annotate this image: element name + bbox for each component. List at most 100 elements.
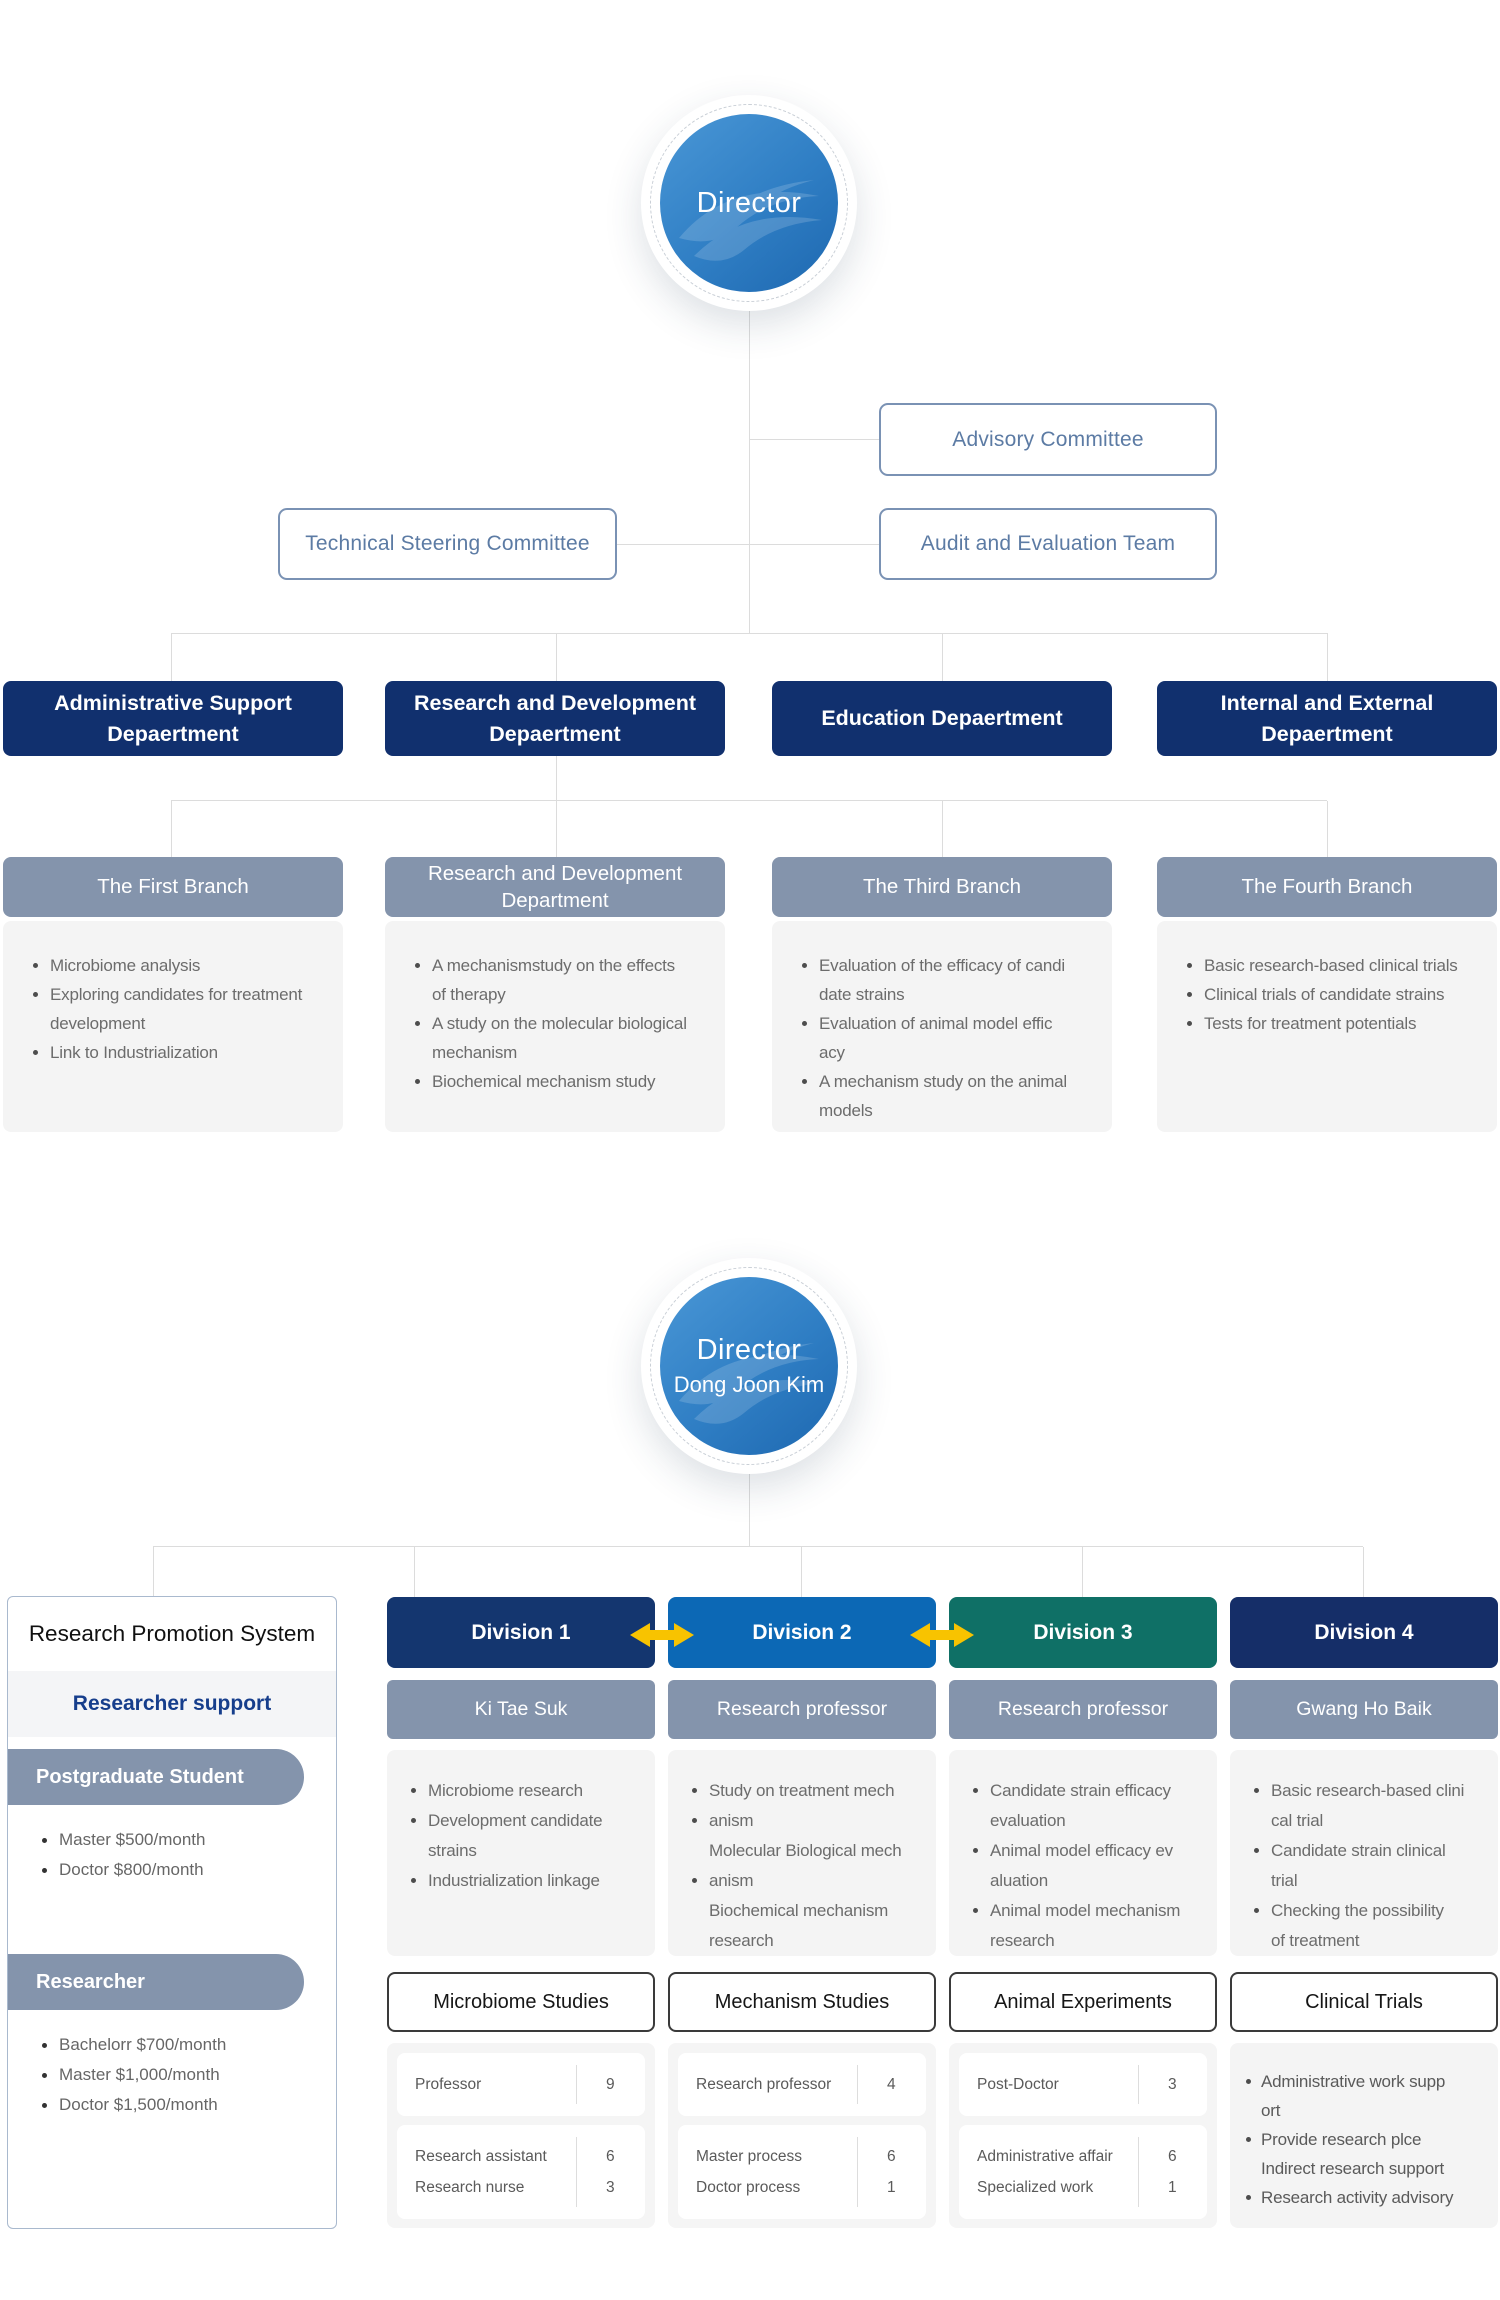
list-item: Exploring candidates for treatment devel… bbox=[33, 980, 333, 1038]
bullet-dot bbox=[692, 1788, 697, 1793]
connector bbox=[171, 634, 172, 681]
list-item: anism bbox=[692, 1866, 928, 1896]
director-circle-2: Director Dong Joon Kim bbox=[641, 1258, 857, 1474]
staff-count: 1 bbox=[1167, 2178, 1177, 2196]
list-item-text: Evaluation of the efficacy of candi date… bbox=[819, 956, 1065, 1004]
list-item-text: Evaluation of animal model effic acy bbox=[819, 1014, 1053, 1062]
list-item: Tests for treatment potentials bbox=[1187, 1009, 1487, 1038]
list-item-text: Research activity advisory bbox=[1261, 2188, 1454, 2207]
bullet-dot bbox=[42, 2103, 47, 2108]
director-label: Director bbox=[696, 186, 802, 219]
bullet-dot bbox=[1187, 992, 1192, 997]
research-promotion-panel: Research Promotion System Researcher sup… bbox=[7, 1596, 337, 2229]
list-item-text: anism bbox=[709, 1871, 754, 1890]
staff-count: 1 bbox=[886, 2178, 896, 2196]
staff-count: 6 bbox=[1167, 2147, 1177, 2165]
list-item-text: Molecular Biological mech bbox=[709, 1841, 902, 1860]
list-item: Master $500/month bbox=[42, 1825, 328, 1855]
staff-role: Administrative affair bbox=[977, 2147, 1113, 2165]
bullet-dot bbox=[411, 1788, 416, 1793]
connector bbox=[749, 311, 750, 634]
study-label: Clinical Trials bbox=[1305, 1990, 1423, 2013]
bullet-dot bbox=[415, 963, 420, 968]
staff-role: Professor bbox=[415, 2075, 482, 2093]
list-item: Development candidate strains bbox=[411, 1806, 647, 1866]
list-item-text: Clinical trials of candidate strains bbox=[1204, 985, 1445, 1004]
list-item: Administrative work supp ort bbox=[1246, 2067, 1492, 2125]
division-label: Division 3 bbox=[1033, 1620, 1133, 1644]
director-label: Director bbox=[696, 1334, 802, 1366]
head-person-label: Research professor bbox=[716, 1698, 888, 1720]
bullet-dot bbox=[33, 963, 38, 968]
list-item: Provide research plce Indirect research … bbox=[1246, 2125, 1492, 2183]
promotion-title: Research Promotion System bbox=[28, 1621, 316, 1646]
pill-researcher: Researcher bbox=[8, 1954, 304, 2010]
bullet-dot bbox=[411, 1818, 416, 1823]
study-label: Mechanism Studies bbox=[714, 1990, 890, 2013]
bullet-dot bbox=[1254, 1788, 1259, 1793]
list-item: Bachelorr $700/month bbox=[42, 2030, 328, 2060]
department-internal-external: Internal and External Depaertment bbox=[1157, 681, 1497, 756]
bullet-dot bbox=[1187, 963, 1192, 968]
list-item: Checking the possibility of treatment bbox=[1254, 1896, 1490, 1956]
list-item-text: Administrative work supp ort bbox=[1261, 2072, 1446, 2120]
staff-row: Administrative affair 6 bbox=[959, 2141, 1207, 2172]
staff-role: Research nurse bbox=[415, 2178, 525, 2196]
staff-role: Doctor process bbox=[696, 2178, 801, 2196]
bullet-dot bbox=[692, 1878, 697, 1883]
list-item-text: Biochemical mechanism research bbox=[709, 1901, 889, 1950]
division-1-header: Division 1 bbox=[387, 1597, 655, 1668]
logo-watermark-icon bbox=[679, 180, 822, 261]
list-item-text: Checking the possibility of treatment bbox=[1271, 1901, 1444, 1950]
study-label: Animal Experiments bbox=[994, 1990, 1172, 2013]
bullet-dot bbox=[42, 2043, 47, 2048]
division-label: Division 4 bbox=[1314, 1620, 1414, 1644]
director-circle-core: Director Dong Joon Kim bbox=[660, 1277, 838, 1455]
bullet-dot bbox=[415, 1079, 420, 1084]
pill-postgraduate-student: Postgraduate Student bbox=[8, 1749, 304, 1805]
staff-count: 4 bbox=[886, 2075, 896, 2093]
division-3-head-person: Research professor bbox=[949, 1680, 1217, 1739]
list-item: Biochemical mechanism research bbox=[692, 1896, 928, 1956]
list-item-text: Biochemical mechanism study bbox=[432, 1072, 656, 1091]
advisory-committee-box: Advisory Committee bbox=[879, 403, 1217, 476]
department-education: Education Depaertment bbox=[772, 681, 1112, 756]
bullet-dot bbox=[973, 1908, 978, 1913]
branch-header-label: Research and Development Department bbox=[427, 861, 683, 912]
list-item: Microbiome analysis bbox=[33, 951, 333, 980]
division-3-header: Division 3 bbox=[949, 1597, 1217, 1668]
bullet-dot bbox=[1254, 1908, 1259, 1913]
list-item-text: Exploring candidates for treatment devel… bbox=[50, 985, 303, 1033]
list-item-text: Animal model mechanism research bbox=[990, 1901, 1181, 1950]
list-item-text: Doctor $1,500/month bbox=[59, 2095, 218, 2114]
staff-row: Master process 6 bbox=[678, 2141, 926, 2172]
list-item: A mechanism study on the animal models bbox=[802, 1067, 1102, 1125]
staff-count: 6 bbox=[886, 2147, 896, 2165]
connector bbox=[801, 1547, 802, 1597]
connector bbox=[749, 439, 879, 440]
branch-header-first: The First Branch bbox=[3, 857, 343, 917]
staff-role: Master process bbox=[696, 2147, 802, 2165]
bullet-dot bbox=[802, 1079, 807, 1084]
bullet-dot bbox=[973, 1848, 978, 1853]
list-item: Molecular Biological mech bbox=[692, 1836, 928, 1866]
branch-header-label: The First Branch bbox=[97, 875, 249, 899]
bullet-dot bbox=[1254, 1848, 1259, 1853]
branch-header-label: The Fourth Branch bbox=[1241, 875, 1413, 899]
list-item: anism bbox=[692, 1806, 928, 1836]
connector bbox=[171, 633, 1328, 634]
bullet-dot bbox=[973, 1788, 978, 1793]
list-item-text: anism bbox=[709, 1811, 754, 1830]
list-item-text: Candidate strain clinical trial bbox=[1271, 1841, 1446, 1890]
bullet-dot bbox=[42, 2073, 47, 2078]
staff-count: 6 bbox=[605, 2147, 615, 2165]
study-box-animal: Animal Experiments bbox=[949, 1972, 1217, 2032]
